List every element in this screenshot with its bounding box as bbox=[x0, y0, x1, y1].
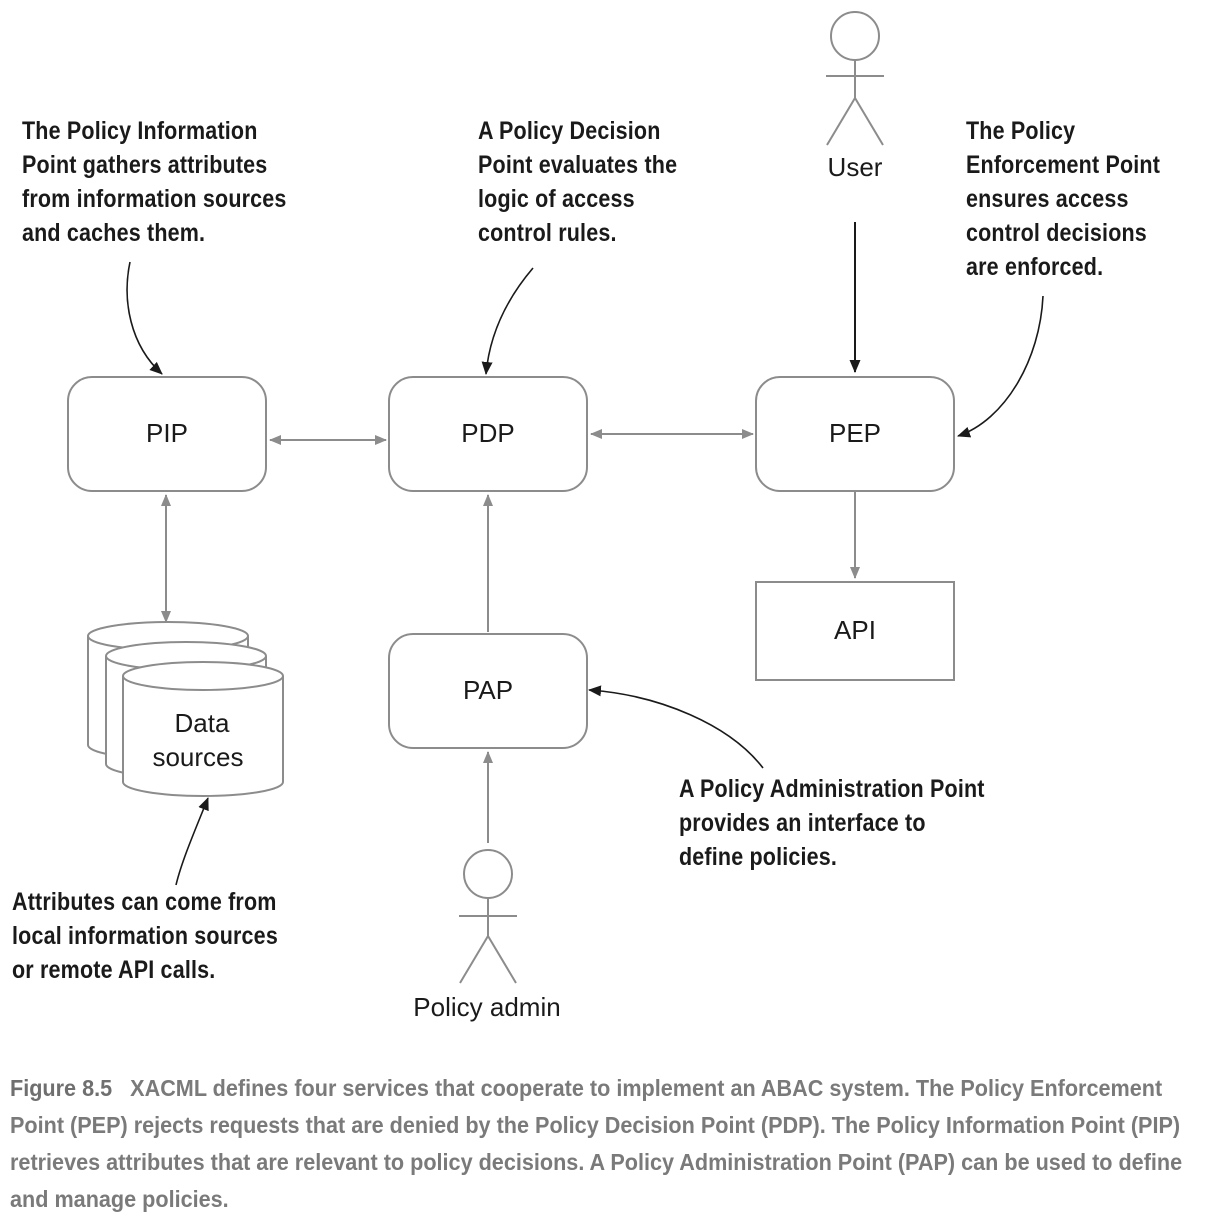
data-sources-label-line2: sources bbox=[152, 742, 243, 772]
pep-annotation: The Policy Enforcement Point ensures acc… bbox=[966, 117, 1161, 281]
pdp-annotation-arrow bbox=[481, 267, 534, 375]
pap-annotation: A Policy Administration Point provides a… bbox=[679, 775, 985, 871]
figure-caption-text: XACML defines four services that coopera… bbox=[10, 1075, 1183, 1212]
pdp-label: PDP bbox=[461, 418, 514, 448]
pep-annotation-arrow bbox=[957, 295, 1044, 438]
pip-annotation: The Policy Information Point gathers att… bbox=[22, 117, 287, 247]
policy-admin-label: Policy admin bbox=[413, 992, 560, 1022]
policy-admin-actor-icon bbox=[459, 849, 517, 984]
pip-annotation-arrow bbox=[126, 261, 163, 375]
pdp-annotation: A Policy Decision Point evaluates the lo… bbox=[478, 117, 678, 247]
pep-label: PEP bbox=[829, 418, 881, 448]
user-label: User bbox=[828, 152, 883, 182]
pip-box: PIP bbox=[67, 376, 267, 492]
pap-annotation-arrow bbox=[588, 685, 764, 769]
user-actor-icon bbox=[826, 11, 884, 146]
pip-label: PIP bbox=[146, 418, 188, 448]
pep-box: PEP bbox=[755, 376, 955, 492]
figure-caption: Figure 8.5 XACML defines four services t… bbox=[10, 1070, 1197, 1218]
pap-box: PAP bbox=[388, 633, 588, 749]
data-sources-label-line1: Data bbox=[175, 708, 230, 738]
api-label: API bbox=[834, 615, 876, 645]
figure-number: Figure 8.5 bbox=[10, 1075, 113, 1101]
pap-label: PAP bbox=[463, 675, 513, 705]
data-sources-icon bbox=[87, 621, 284, 797]
data-sources-annotation: Attributes can come from local informati… bbox=[12, 888, 278, 984]
xacml-diagram: PIP PDP PEP PAP API Data sources bbox=[67, 11, 1044, 1022]
api-box: API bbox=[755, 581, 955, 681]
pdp-box: PDP bbox=[388, 376, 588, 492]
datasources-annotation-arrow bbox=[175, 797, 209, 886]
